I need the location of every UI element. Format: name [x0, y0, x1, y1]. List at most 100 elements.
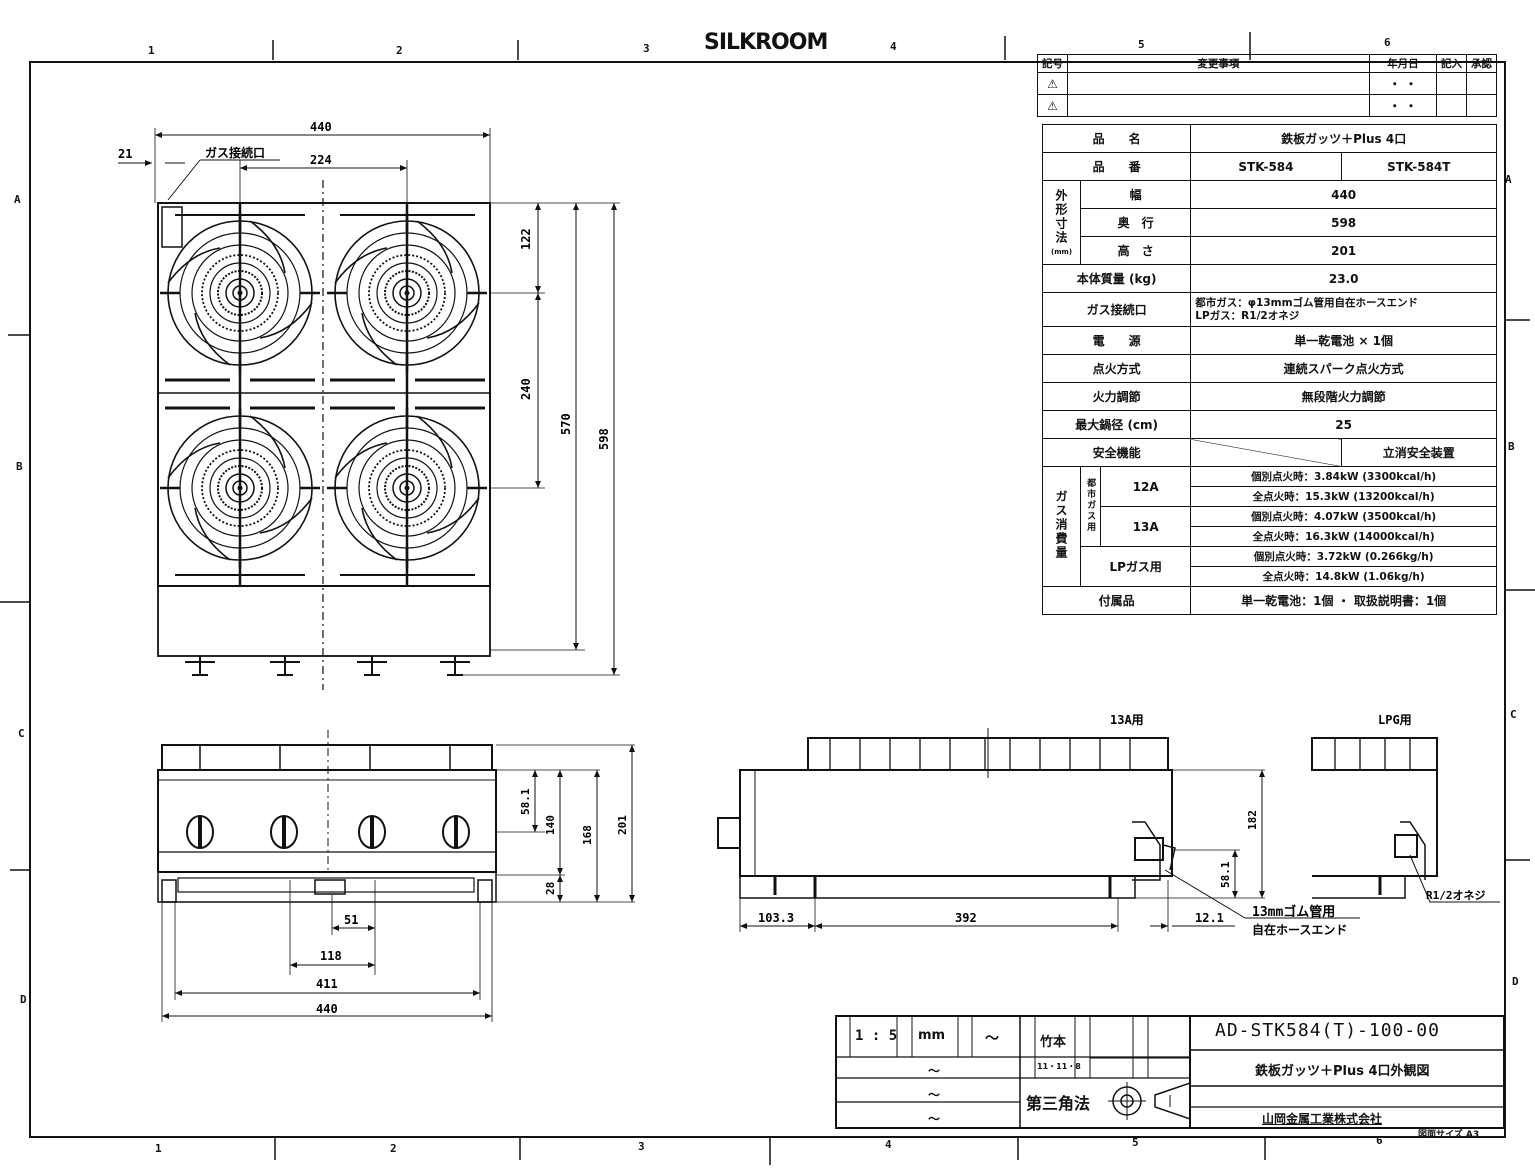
- rev-header-change: 変更事項: [1067, 54, 1370, 73]
- grid-col-bottom-3: 3: [638, 1140, 645, 1153]
- city-gas-label: 都市ガス用: [1085, 477, 1096, 533]
- dim-side-12: 12.1: [1195, 911, 1224, 925]
- dim-front-58: 58.1: [519, 788, 532, 815]
- grid-col-2: 2: [396, 44, 403, 57]
- pot-value: 25: [1190, 410, 1497, 439]
- grid-row-d: D: [20, 993, 27, 1006]
- dim-plan-224: 224: [310, 153, 332, 167]
- dim-front-51: 51: [344, 913, 358, 927]
- rev-row-1-mark: ⚠: [1037, 72, 1068, 95]
- title-block-frame: [835, 1015, 1505, 1129]
- safety-label: 安全機能: [1041, 438, 1192, 467]
- rev-row-2-mark: ⚠: [1037, 94, 1068, 117]
- grid-col-bottom-2: 2: [390, 1142, 397, 1155]
- revision-table: 記号 変更事項 年月日 記入 承認 ⚠ ・ ・ ⚠ ・ ・: [1037, 54, 1498, 117]
- accessories-value: 単一乾電池：1個 ・ 取扱説明書：1個: [1190, 586, 1497, 615]
- tolerance-tilde-3: ～: [928, 1088, 941, 1102]
- hose-label-2: 自在ホースエンド: [1252, 922, 1347, 937]
- grid-col-5: 5: [1138, 38, 1145, 51]
- projection-method: 第三角法: [1026, 1094, 1091, 1113]
- part-value-1: STK-584: [1190, 152, 1342, 181]
- grid-row-a: A: [14, 193, 21, 206]
- drawn-date: 11・11・8: [1037, 1062, 1081, 1071]
- grid-row-right-a: A: [1505, 173, 1512, 186]
- safety-value: 立消安全装置: [1340, 438, 1498, 467]
- tolerance-tilde-4: ～: [928, 1112, 941, 1126]
- grid-row-right-d: D: [1512, 975, 1519, 988]
- scale-value: 1 : 5: [855, 1028, 898, 1044]
- depth-label: 奥 行: [1080, 208, 1192, 237]
- sheet-size: 図面サイズ A3: [1418, 1130, 1480, 1140]
- dim-plan-width: 440: [310, 120, 332, 134]
- dim-front-28: 28: [544, 882, 557, 895]
- dims-unit: (mm): [1051, 248, 1073, 256]
- tolerance-tilde-2: ～: [928, 1064, 941, 1078]
- rev-row-2-date: ・ ・: [1368, 94, 1437, 117]
- drawing-number: AD-STK584(T)-100-00: [1215, 1020, 1440, 1041]
- width-label: 幅: [1080, 180, 1192, 209]
- r12-label: R1/2オネジ: [1426, 889, 1486, 902]
- gas-port-label: ガス接続口: [205, 145, 265, 160]
- dim-side-392: 392: [955, 911, 977, 925]
- dim-side-182: 182: [1246, 810, 1259, 830]
- width-value: 440: [1190, 180, 1497, 209]
- ignition-label: 点火方式: [1041, 354, 1192, 383]
- rev-header-approver: 承認: [1465, 54, 1498, 73]
- consumption-12a-single: 個別点火時：3.84kW (3300kcal/h): [1190, 466, 1497, 487]
- unit-value: mm: [918, 1028, 946, 1043]
- dim-side-58: 58.1: [1219, 861, 1232, 888]
- consumption-13a-all: 全点火時：16.3kW (14000kcal/h): [1190, 526, 1497, 547]
- gas-conn-value-1: 都市ガス：φ13mmゴム管用自在ホースエンド: [1195, 296, 1418, 309]
- grid-col-3: 3: [643, 42, 650, 55]
- grid-col-bottom-6: 6: [1376, 1134, 1383, 1147]
- gas-conn-value-2: LPガス：R1/2オネジ: [1195, 309, 1300, 322]
- drawn-by: 竹本: [1040, 1035, 1067, 1050]
- heat-value: 無段階火力調節: [1190, 382, 1497, 411]
- gas-13a-label: 13A: [1100, 506, 1192, 547]
- side-view: [717, 728, 1500, 932]
- gas-consumption-label: ガス消費量: [1054, 490, 1069, 560]
- dim-side-103: 103.3: [758, 911, 794, 925]
- spec-table: 品 名 鉄板ガッツ＋Plus 4口 品 番 STK-584 STK-584T 外…: [1041, 124, 1498, 615]
- dim-plan-21: 21: [118, 147, 132, 161]
- dim-front-118: 118: [320, 949, 342, 963]
- dims-label: 外形寸法: [1054, 189, 1069, 245]
- name-value: 鉄板ガッツ＋Plus 4口: [1190, 124, 1497, 153]
- grid-row-b: B: [16, 460, 23, 473]
- name-label: 品 名: [1041, 124, 1192, 153]
- mass-value: 23.0: [1190, 264, 1497, 293]
- dim-plan-240: 240: [519, 378, 533, 400]
- grid-row-right-c: C: [1510, 708, 1517, 721]
- gas-conn-label: ガス接続口: [1041, 292, 1192, 327]
- dim-front-440: 440: [316, 1002, 338, 1016]
- grid-col-6: 6: [1384, 36, 1391, 49]
- power-value: 単一乾電池 × 1個: [1190, 326, 1497, 355]
- plan-view: [118, 128, 620, 690]
- heat-label: 火力調節: [1041, 382, 1192, 411]
- rev-row-1-date: ・ ・: [1368, 72, 1437, 95]
- dim-plan-122: 122: [519, 228, 533, 250]
- front-view: [157, 730, 635, 1022]
- accessories-label: 付属品: [1041, 586, 1192, 615]
- pot-label: 最大鍋径 (cm): [1041, 410, 1192, 439]
- gas-12a-label: 12A: [1100, 466, 1192, 507]
- height-label: 高 さ: [1080, 236, 1192, 265]
- dim-plan-598: 598: [597, 428, 611, 450]
- rev-header-mark: 記号: [1037, 54, 1068, 73]
- consumption-lp-single: 個別点火時：3.72kW (0.266kg/h): [1190, 546, 1497, 567]
- grid-row-c: C: [18, 727, 25, 740]
- dim-front-201: 201: [616, 815, 629, 835]
- dim-front-411: 411: [316, 977, 338, 991]
- drawing-title: 鉄板ガッツ＋Plus 4口外観図: [1255, 1064, 1430, 1079]
- hose-label-1: 13mmゴム管用: [1252, 904, 1335, 920]
- label-lpg: LPG用: [1378, 713, 1412, 727]
- rev-header-writer: 記入: [1435, 54, 1467, 73]
- mass-label: 本体質量 (kg): [1041, 264, 1192, 293]
- consumption-lp-all: 全点火時：14.8kW (1.06kg/h): [1190, 566, 1497, 587]
- power-label: 電 源: [1041, 326, 1192, 355]
- tolerance-tilde: ～: [985, 1031, 999, 1047]
- part-label: 品 番: [1041, 152, 1192, 181]
- label-13a: 13A用: [1110, 713, 1144, 727]
- grid-col-1: 1: [148, 44, 155, 57]
